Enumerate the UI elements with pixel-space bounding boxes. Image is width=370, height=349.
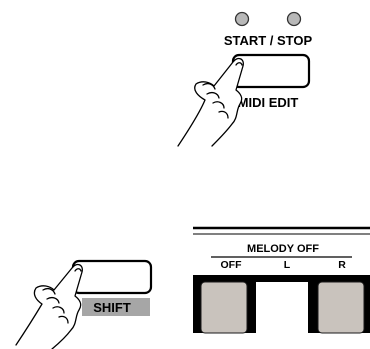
melody-off-title: MELODY OFF [247, 243, 319, 255]
indicator-led-right [286, 11, 302, 27]
shift-group: SHIFT [71, 259, 153, 316]
key-l[interactable] [256, 282, 308, 333]
start-stop-button[interactable] [231, 53, 311, 89]
midi-edit-label: MIDI EDIT [238, 95, 299, 110]
position-label-r: R [338, 259, 346, 271]
start-stop-group: START / STOP MIDI EDIT [224, 11, 313, 110]
shift-label: SHIFT [93, 300, 131, 315]
key-r[interactable] [317, 281, 365, 334]
position-label-l: L [284, 259, 291, 271]
hand-pointer-icon [177, 57, 244, 147]
key-off[interactable] [200, 281, 248, 334]
position-label-off: OFF [221, 259, 243, 271]
indicator-led-left [234, 11, 250, 27]
melody-off-panel: MELODY OFF OFF L R [193, 226, 370, 334]
shift-label-band [82, 298, 150, 316]
start-stop-label: START / STOP [224, 33, 313, 48]
hand-pointer-icon [15, 263, 83, 349]
shift-button[interactable] [71, 259, 153, 295]
